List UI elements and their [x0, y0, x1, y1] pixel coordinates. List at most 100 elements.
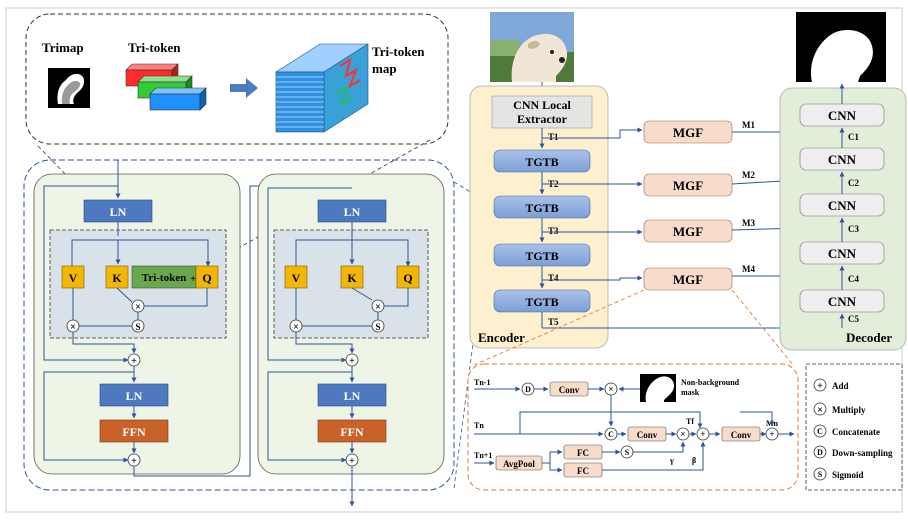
concat-plus-label: + [190, 274, 196, 285]
t5-label: T5 [548, 317, 559, 327]
legend-concatenate: Concatenate [832, 427, 880, 437]
svg-text:D: D [817, 448, 823, 457]
tri-token-bubble: Trimap Tri-token [25, 13, 449, 145]
mgf-column: MGF MGF MGF MGF M1 M2 M3 M4 [542, 120, 801, 329]
cnn-3-label: CNN [828, 198, 857, 213]
c4-label: C4 [848, 274, 859, 284]
input-dog-photo [490, 12, 574, 82]
ln-label: LN [126, 389, 143, 403]
beta-label: β [692, 456, 696, 465]
encoder-title: Encoder [478, 330, 525, 345]
tri-token-map-label-2: map [372, 61, 397, 76]
svg-text:×: × [293, 322, 299, 333]
v-label: V [69, 271, 78, 285]
svg-text:+: + [817, 381, 823, 392]
c2-label: C2 [848, 178, 859, 188]
tri-token-map-cube [274, 43, 370, 133]
fc-1-label: FC [577, 448, 589, 458]
svg-text:×: × [70, 322, 76, 333]
cnn-extractor-label-1: CNN Local [513, 98, 571, 112]
trimap-label: Trimap [42, 40, 84, 55]
svg-text:×: × [817, 405, 823, 416]
tri-token-map-label-1: Tri-token [372, 44, 425, 59]
cnn-4-label: CNN [828, 246, 857, 261]
legend-downsampling: Down-sampling [832, 448, 893, 458]
t1-label: T1 [548, 132, 559, 142]
svg-text:×: × [608, 384, 613, 394]
trimap-image [48, 68, 90, 108]
k-label: K [347, 271, 357, 285]
c1-label: C1 [848, 132, 859, 142]
tgtb-2-label: TGTB [525, 201, 558, 215]
avgpool-label: AvgPool [503, 459, 535, 469]
mgf-callout-left [471, 289, 645, 367]
mgf-2-label: MGF [673, 178, 703, 193]
tri-token-input-label: Tri-token [142, 272, 186, 284]
t3-label: T3 [548, 226, 559, 236]
svg-text:+: + [700, 429, 705, 439]
cnn-5-label: CNN [828, 294, 857, 309]
mask-label-1: Non-background [681, 378, 740, 387]
multiply-legend-icon [813, 402, 827, 416]
tf-label: Tf [686, 417, 694, 426]
gamma-label: γ [669, 456, 674, 465]
q-label: Q [202, 271, 211, 285]
transformer-block-1: LN V K Tri-token Q + × S × + LN FFN [33, 160, 355, 477]
m2-label: M2 [742, 170, 755, 180]
conv-1-label: Conv [559, 385, 580, 395]
m4-label: M4 [742, 264, 755, 274]
c3-label: C3 [848, 224, 859, 234]
cnn-1-label: CNN [828, 108, 857, 123]
tgtb-4-label: TGTB [525, 295, 558, 309]
k-label: K [112, 271, 122, 285]
concatenate-legend-icon [813, 424, 827, 438]
svg-text:×: × [375, 302, 381, 313]
tn-1-label: Tn-1 [474, 378, 490, 387]
sigmoid-legend-icon [813, 467, 827, 481]
t4-label: T4 [548, 273, 559, 283]
svg-text:C: C [817, 427, 823, 436]
svg-text:×: × [135, 302, 141, 313]
cnn-2-label: CNN [828, 152, 857, 167]
mask-label-2: mask [681, 388, 700, 397]
svg-text:+: + [131, 456, 137, 467]
conv-2-label: Conv [637, 430, 658, 440]
tgtb-detail-frame [23, 159, 455, 491]
svg-text:×: × [680, 429, 685, 439]
tn-label: Tn [474, 421, 484, 430]
legend: + Add × Multiply C Concatenate D Down-sa… [805, 363, 903, 491]
q-label: Q [403, 271, 412, 285]
mgf-3-label: MGF [673, 224, 703, 239]
ln-label: LN [344, 389, 361, 403]
legend-multiply: Multiply [832, 405, 866, 415]
svg-text:S: S [375, 322, 380, 332]
svg-text:+: + [131, 356, 137, 367]
encoder-panel: CNN Local Extractor T1 TGTB T2 TGTB T3 T… [469, 12, 609, 349]
decoder-panel: CNN C1 CNN C2 CNN C3 CNN C4 CNN C5 Decod… [779, 12, 907, 351]
ln-label: LN [344, 205, 361, 219]
ffn-label: FFN [340, 425, 364, 439]
tri-token-label: Tri-token [128, 40, 181, 55]
c5-label: C5 [848, 314, 859, 324]
tgtb-3-label: TGTB [525, 249, 558, 263]
tn1-label: Tn+1 [474, 451, 492, 460]
transform-arrow-icon [230, 78, 258, 98]
svg-text:D: D [525, 385, 531, 394]
non-background-mask-image [640, 374, 676, 402]
v-label: V [292, 271, 301, 285]
svg-text:S: S [135, 322, 140, 332]
decoder-title: Decoder [846, 330, 892, 345]
cnn-extractor-label-2: Extractor [517, 112, 568, 126]
mgf-4-label: MGF [673, 272, 703, 287]
output-alpha-matte [796, 12, 886, 82]
tri-token-blocks [125, 63, 207, 111]
svg-text:C: C [608, 430, 614, 439]
svg-text:S: S [625, 448, 630, 457]
svg-text:S: S [818, 470, 823, 479]
svg-text:+: + [769, 429, 774, 439]
mgf-detail: Tn-1 D Conv × Non-background mask Tn C C… [467, 363, 799, 491]
transformer-block-2: LN V K Q × S × + LN FFN + [257, 173, 445, 507]
svg-text:+: + [349, 356, 355, 367]
legend-sigmoid: Sigmoid [832, 470, 864, 480]
